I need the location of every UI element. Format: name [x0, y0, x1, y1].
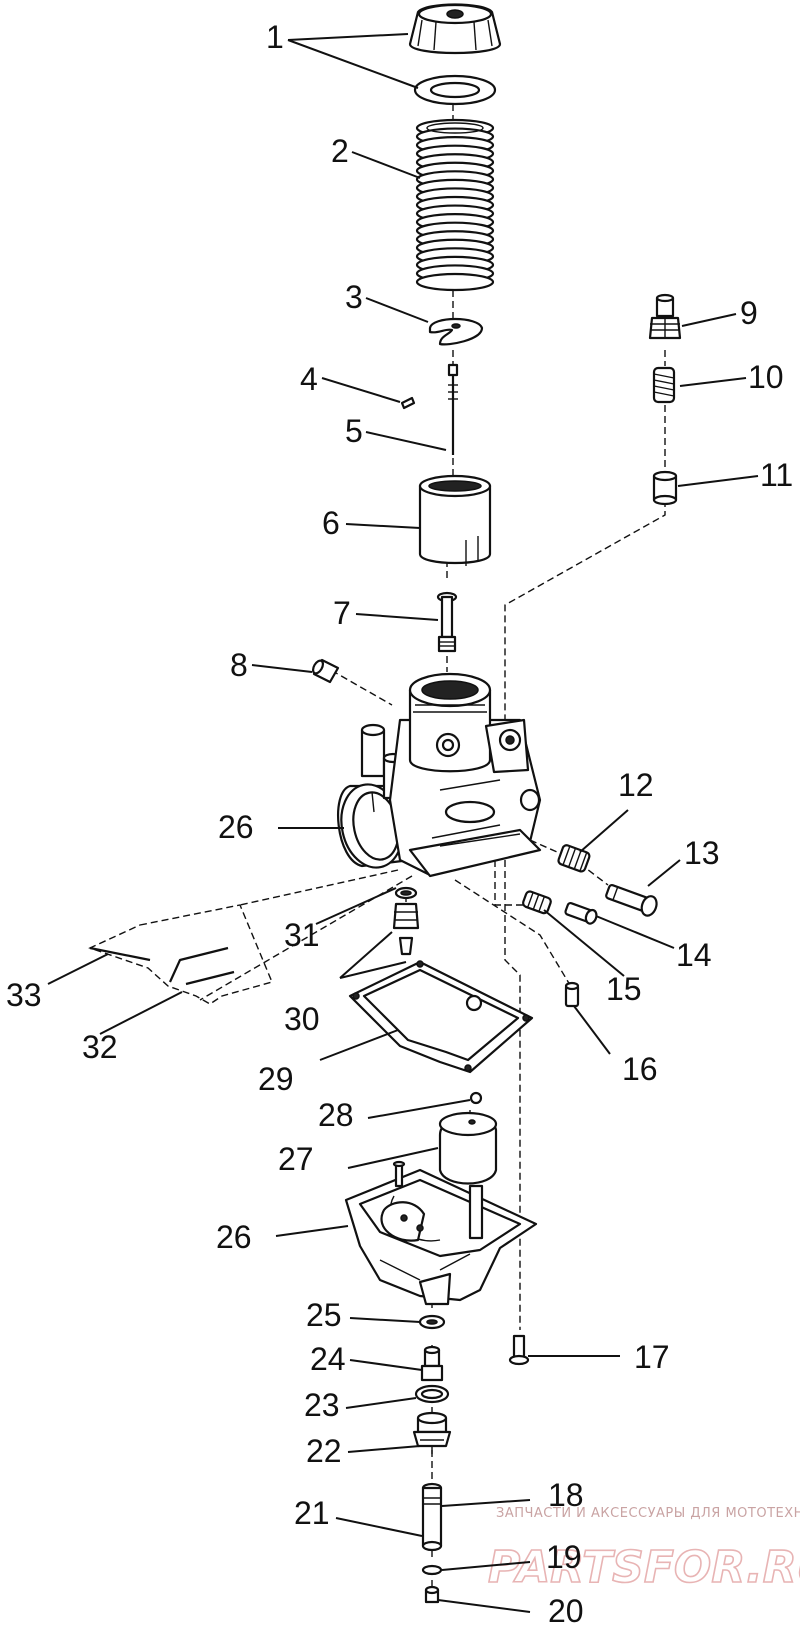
- callout-22: 22: [306, 1433, 342, 1469]
- part-spring-10: [652, 366, 676, 404]
- watermark-tagline: ЗАПЧАСТИ И АКСЕССУАРЫ ДЛЯ МОТОТЕХНИКИ: [496, 1506, 800, 1521]
- callout-28: 28: [318, 1097, 354, 1133]
- callout-12: 12: [618, 767, 654, 803]
- part-fitting-11: [652, 470, 678, 506]
- part-screw-13: [605, 884, 658, 917]
- callout-7: 7: [333, 595, 351, 631]
- callout-24: 24: [310, 1341, 346, 1377]
- part-jet-24: [420, 1345, 444, 1382]
- callout-27: 27: [278, 1141, 314, 1177]
- callout-31: 31: [284, 917, 320, 953]
- callout-19: 19: [546, 1539, 582, 1575]
- callout-13: 13: [684, 835, 720, 871]
- part-plug-8: [311, 658, 340, 684]
- callout-25: 25: [306, 1297, 342, 1333]
- part-screw-14: [564, 902, 598, 925]
- part-jet-30: [392, 902, 420, 956]
- part-washer-25: [418, 1314, 446, 1330]
- part-seat: [428, 318, 484, 346]
- part-needle: [447, 363, 459, 455]
- callout-6: 6: [322, 505, 340, 541]
- part-gasket: [348, 960, 534, 1074]
- callout-2: 2: [331, 133, 349, 169]
- callout-1: 1: [266, 19, 284, 55]
- callout-9: 9: [740, 295, 758, 331]
- callout-5: 5: [345, 413, 363, 449]
- part-drain-tube-21: [421, 1482, 443, 1552]
- callout-26-bottom: 26: [216, 1219, 252, 1255]
- callout-4: 4: [300, 361, 318, 397]
- callout-33: 33: [6, 977, 42, 1013]
- callout-14: 14: [676, 937, 712, 973]
- part-oring-23: [414, 1384, 450, 1404]
- callout-16: 16: [622, 1051, 658, 1087]
- part-float-bowl: [344, 1160, 538, 1306]
- spring-top-opening: [426, 122, 484, 134]
- watermark-brand: PARTSFOR.RU: [488, 1542, 800, 1593]
- part-washer-20: [424, 1585, 440, 1604]
- part-float-27: [438, 1111, 498, 1185]
- leader-lines: [47, 33, 759, 1613]
- callout-8: 8: [230, 647, 248, 683]
- spring-coil: [415, 272, 495, 292]
- callout-32: 32: [82, 1029, 118, 1065]
- part-float-28: [469, 1091, 483, 1105]
- callout-30: 30: [284, 1001, 320, 1037]
- part-jet-16: [564, 981, 580, 1008]
- part-plug-22: [412, 1411, 452, 1454]
- callout-26-top: 26: [218, 809, 254, 845]
- callout-labels: 1 2 3 4 5 6 7 8 9 10 11 12 13 14 15 16 1…: [6, 19, 793, 1629]
- callout-23: 23: [304, 1387, 340, 1423]
- part-adjuster-9: [648, 293, 682, 340]
- part-carburetor-body: [337, 672, 542, 878]
- part-spring-15: [522, 890, 552, 915]
- part-spring: [415, 118, 495, 292]
- callout-15: 15: [606, 971, 642, 1007]
- part-slide: [418, 474, 492, 566]
- callout-29: 29: [258, 1061, 294, 1097]
- callout-20: 20: [548, 1593, 584, 1629]
- callout-10: 10: [748, 359, 784, 395]
- callout-3: 3: [345, 279, 363, 315]
- callout-21: 21: [294, 1495, 330, 1531]
- callout-18: 18: [548, 1477, 584, 1513]
- part-oring-19: [421, 1564, 443, 1576]
- part-cap: [408, 3, 502, 106]
- part-needle-jet: [436, 591, 458, 653]
- part-float-pin-assembly: [88, 904, 273, 1005]
- part-jet-31: [394, 886, 418, 900]
- callout-17: 17: [634, 1339, 670, 1375]
- callout-11: 11: [760, 457, 793, 493]
- part-clip: [400, 396, 416, 410]
- part-screw-17: [508, 1334, 530, 1366]
